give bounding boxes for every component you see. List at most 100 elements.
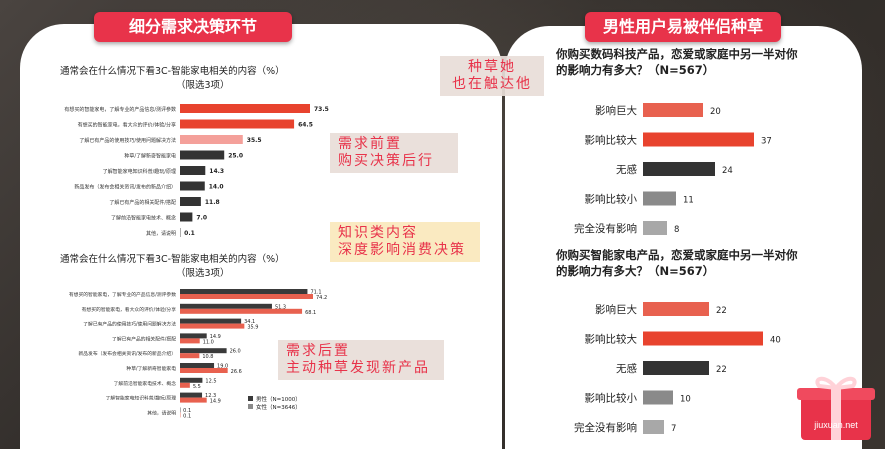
chart2-value-label-male: 51.3 xyxy=(275,304,286,310)
chart2-bar-female xyxy=(180,353,200,359)
callout-line: 知识类内容 xyxy=(338,225,418,241)
chart3-bar xyxy=(643,162,715,176)
callout-knowledge: 知识类内容 深度影响消费决策 xyxy=(330,222,480,262)
chart2-bar-male xyxy=(180,333,207,339)
chart2-bar-female xyxy=(180,382,190,388)
chart1-category-label: 有想买的智能家电，了解专业的产品信息/测评参数 xyxy=(64,106,176,113)
left-section-title: 细分需求决策环节 xyxy=(94,12,292,42)
chart1-bar xyxy=(180,135,243,144)
chart2-category-label: 了解智能家电知识科普/趣玩/原理 xyxy=(106,395,177,402)
chart3-value-label: 37 xyxy=(761,137,772,147)
chart4-title-line1: 你购买智能家电产品，恋爱或家庭中另一半对你 xyxy=(555,248,798,262)
watermark-text: jiuxuan.net xyxy=(813,420,858,430)
chart1-bar xyxy=(180,197,201,206)
chart1-bar xyxy=(180,150,225,160)
chart4-bar xyxy=(643,420,664,434)
chart2-bar-female xyxy=(180,368,228,373)
chart1-value-label: 0.1 xyxy=(184,230,195,237)
chart3-title-line1: 你购买数码科技产品，恋爱或家庭中另一半对你 xyxy=(555,47,798,61)
chart3-bar xyxy=(643,132,754,147)
chart3-category-label: 无感 xyxy=(616,163,637,176)
chart2-value-label-male: 19.0 xyxy=(217,364,228,370)
legend-label-female: 女性（N=3646） xyxy=(256,403,301,411)
callout-line: 需求后置 xyxy=(286,343,350,359)
legend-label-male: 男性（N=1000） xyxy=(256,395,301,403)
chart4-value-label: 22 xyxy=(716,306,727,316)
chart2-title-line1: 通常会在什么情况下看3C-智能家电相关的内容（%） xyxy=(60,253,285,265)
chart2-value-label-male: 12.5 xyxy=(205,378,216,384)
chart2-value-label-female: 14.9 xyxy=(210,399,221,405)
chart1-category-label: 其他，请说明 xyxy=(146,230,176,237)
chart2-bar-female xyxy=(180,397,207,403)
chart2-bar-female xyxy=(180,308,303,314)
chart3-bar xyxy=(643,103,703,117)
chart2-value-label-male: 26.0 xyxy=(230,349,241,355)
chart2-title-line2: （限选3项） xyxy=(176,267,230,279)
chart2-value-label-male: 0.1 xyxy=(183,408,191,414)
chart3-value-label: 8 xyxy=(674,225,679,235)
chart4-bar xyxy=(643,390,673,405)
chart2-value-label-female: 74.2 xyxy=(316,295,327,301)
chart1-value-label: 11.8 xyxy=(205,199,220,206)
chart1-value-label: 14.0 xyxy=(209,184,224,191)
chart1-value-label: 14.3 xyxy=(209,168,224,175)
chart2-category-label: 其他，请说明 xyxy=(147,409,176,416)
chart3-category-label: 影响巨大 xyxy=(595,104,637,117)
chart2-value-label-male: 12.3 xyxy=(205,393,216,399)
chart2-bar-male xyxy=(180,377,203,383)
chart2-value-label-female: 11.0 xyxy=(203,339,214,345)
chart2-value-label-female: 5.5 xyxy=(193,384,201,390)
chart4-bar xyxy=(643,302,709,316)
chart4-value-label: 40 xyxy=(770,336,781,346)
chart1-category-label: 了解前沿智能家电技术、概念 xyxy=(111,215,176,222)
chart4-category-label: 影响巨大 xyxy=(595,303,637,316)
chart2-bar-male xyxy=(180,363,215,368)
chart1-category-label: 了解智能家电知识科普/趣玩/原理 xyxy=(103,168,176,175)
chart2-category-label: 新品发布（发布会相关资讯/发布的新品介绍） xyxy=(78,350,176,357)
callout-line: 种草她 xyxy=(468,59,516,75)
chart2-value-label-female: 26.6 xyxy=(231,369,242,375)
chart3-value-label: 20 xyxy=(710,107,721,117)
chart2-value-label-female: 35.9 xyxy=(247,325,258,331)
chart2-category-label: 了解已有产品的使用技巧/使用问题解决方法 xyxy=(83,321,176,328)
chart3-title-line2: 的影响力有多大？（N=567） xyxy=(556,63,714,77)
chart1-category-label: 有想买的智能家电，看大众的评价/体验/分享 xyxy=(78,122,176,129)
chart1-bar xyxy=(180,166,206,175)
chart2-bar-female xyxy=(180,323,245,329)
callout-line: 需求前置 xyxy=(338,136,402,152)
chart3-category-label: 影响比较小 xyxy=(585,193,638,206)
chart2-bar-female xyxy=(180,294,313,299)
chart4-category-label: 完全没有影响 xyxy=(574,421,637,434)
chart1-bar xyxy=(180,119,295,129)
callout-line: 主动种草发现新产品 xyxy=(286,360,430,376)
chart2-bar-male xyxy=(180,318,242,324)
chart3-value-label: 11 xyxy=(683,196,694,206)
callout-line: 购买决策后行 xyxy=(338,153,434,169)
callout-reach-him: 种草她 也在触达他 xyxy=(440,56,544,96)
chart1-category-label: 了解已有产品的使用技巧/使用问题解决方法 xyxy=(79,137,176,144)
chart4-value-label: 10 xyxy=(680,395,691,405)
right-panel xyxy=(505,26,862,449)
chart1-title-line2: （限选3项） xyxy=(176,79,230,91)
chart3-category-label: 影响比较大 xyxy=(585,134,638,147)
chart1-category-label: 种草/了解新奇智能家电 xyxy=(124,153,176,160)
chart1-bar xyxy=(180,104,310,113)
chart2-category-label: 有想买的智能家电，了解专业的产品信息/测评参数 xyxy=(69,291,176,298)
chart2-value-label-male: 34.1 xyxy=(244,319,255,325)
chart3-bar xyxy=(643,191,676,206)
chart4-bar xyxy=(643,331,763,346)
legend-swatch-male xyxy=(248,396,253,401)
chart4-value-label: 22 xyxy=(716,365,727,375)
callout-demand-first: 需求前置 购买决策后行 xyxy=(330,133,458,173)
chart4-title-line2: 的影响力有多大？（N=567） xyxy=(556,264,714,278)
legend-swatch-female xyxy=(248,404,253,409)
chart2-value-label-female: 0.1 xyxy=(183,413,191,419)
chart3-bar xyxy=(643,221,667,235)
chart2-category-label: 种草/了解新奇智能家电 xyxy=(126,365,176,372)
chart2-value-label-male: 14.9 xyxy=(210,334,221,340)
chart4-bar xyxy=(643,361,709,375)
chart4-category-label: 影响比较小 xyxy=(585,392,638,405)
chart2-value-label-female: 10.8 xyxy=(202,354,213,360)
chart4-value-label: 7 xyxy=(671,424,676,434)
